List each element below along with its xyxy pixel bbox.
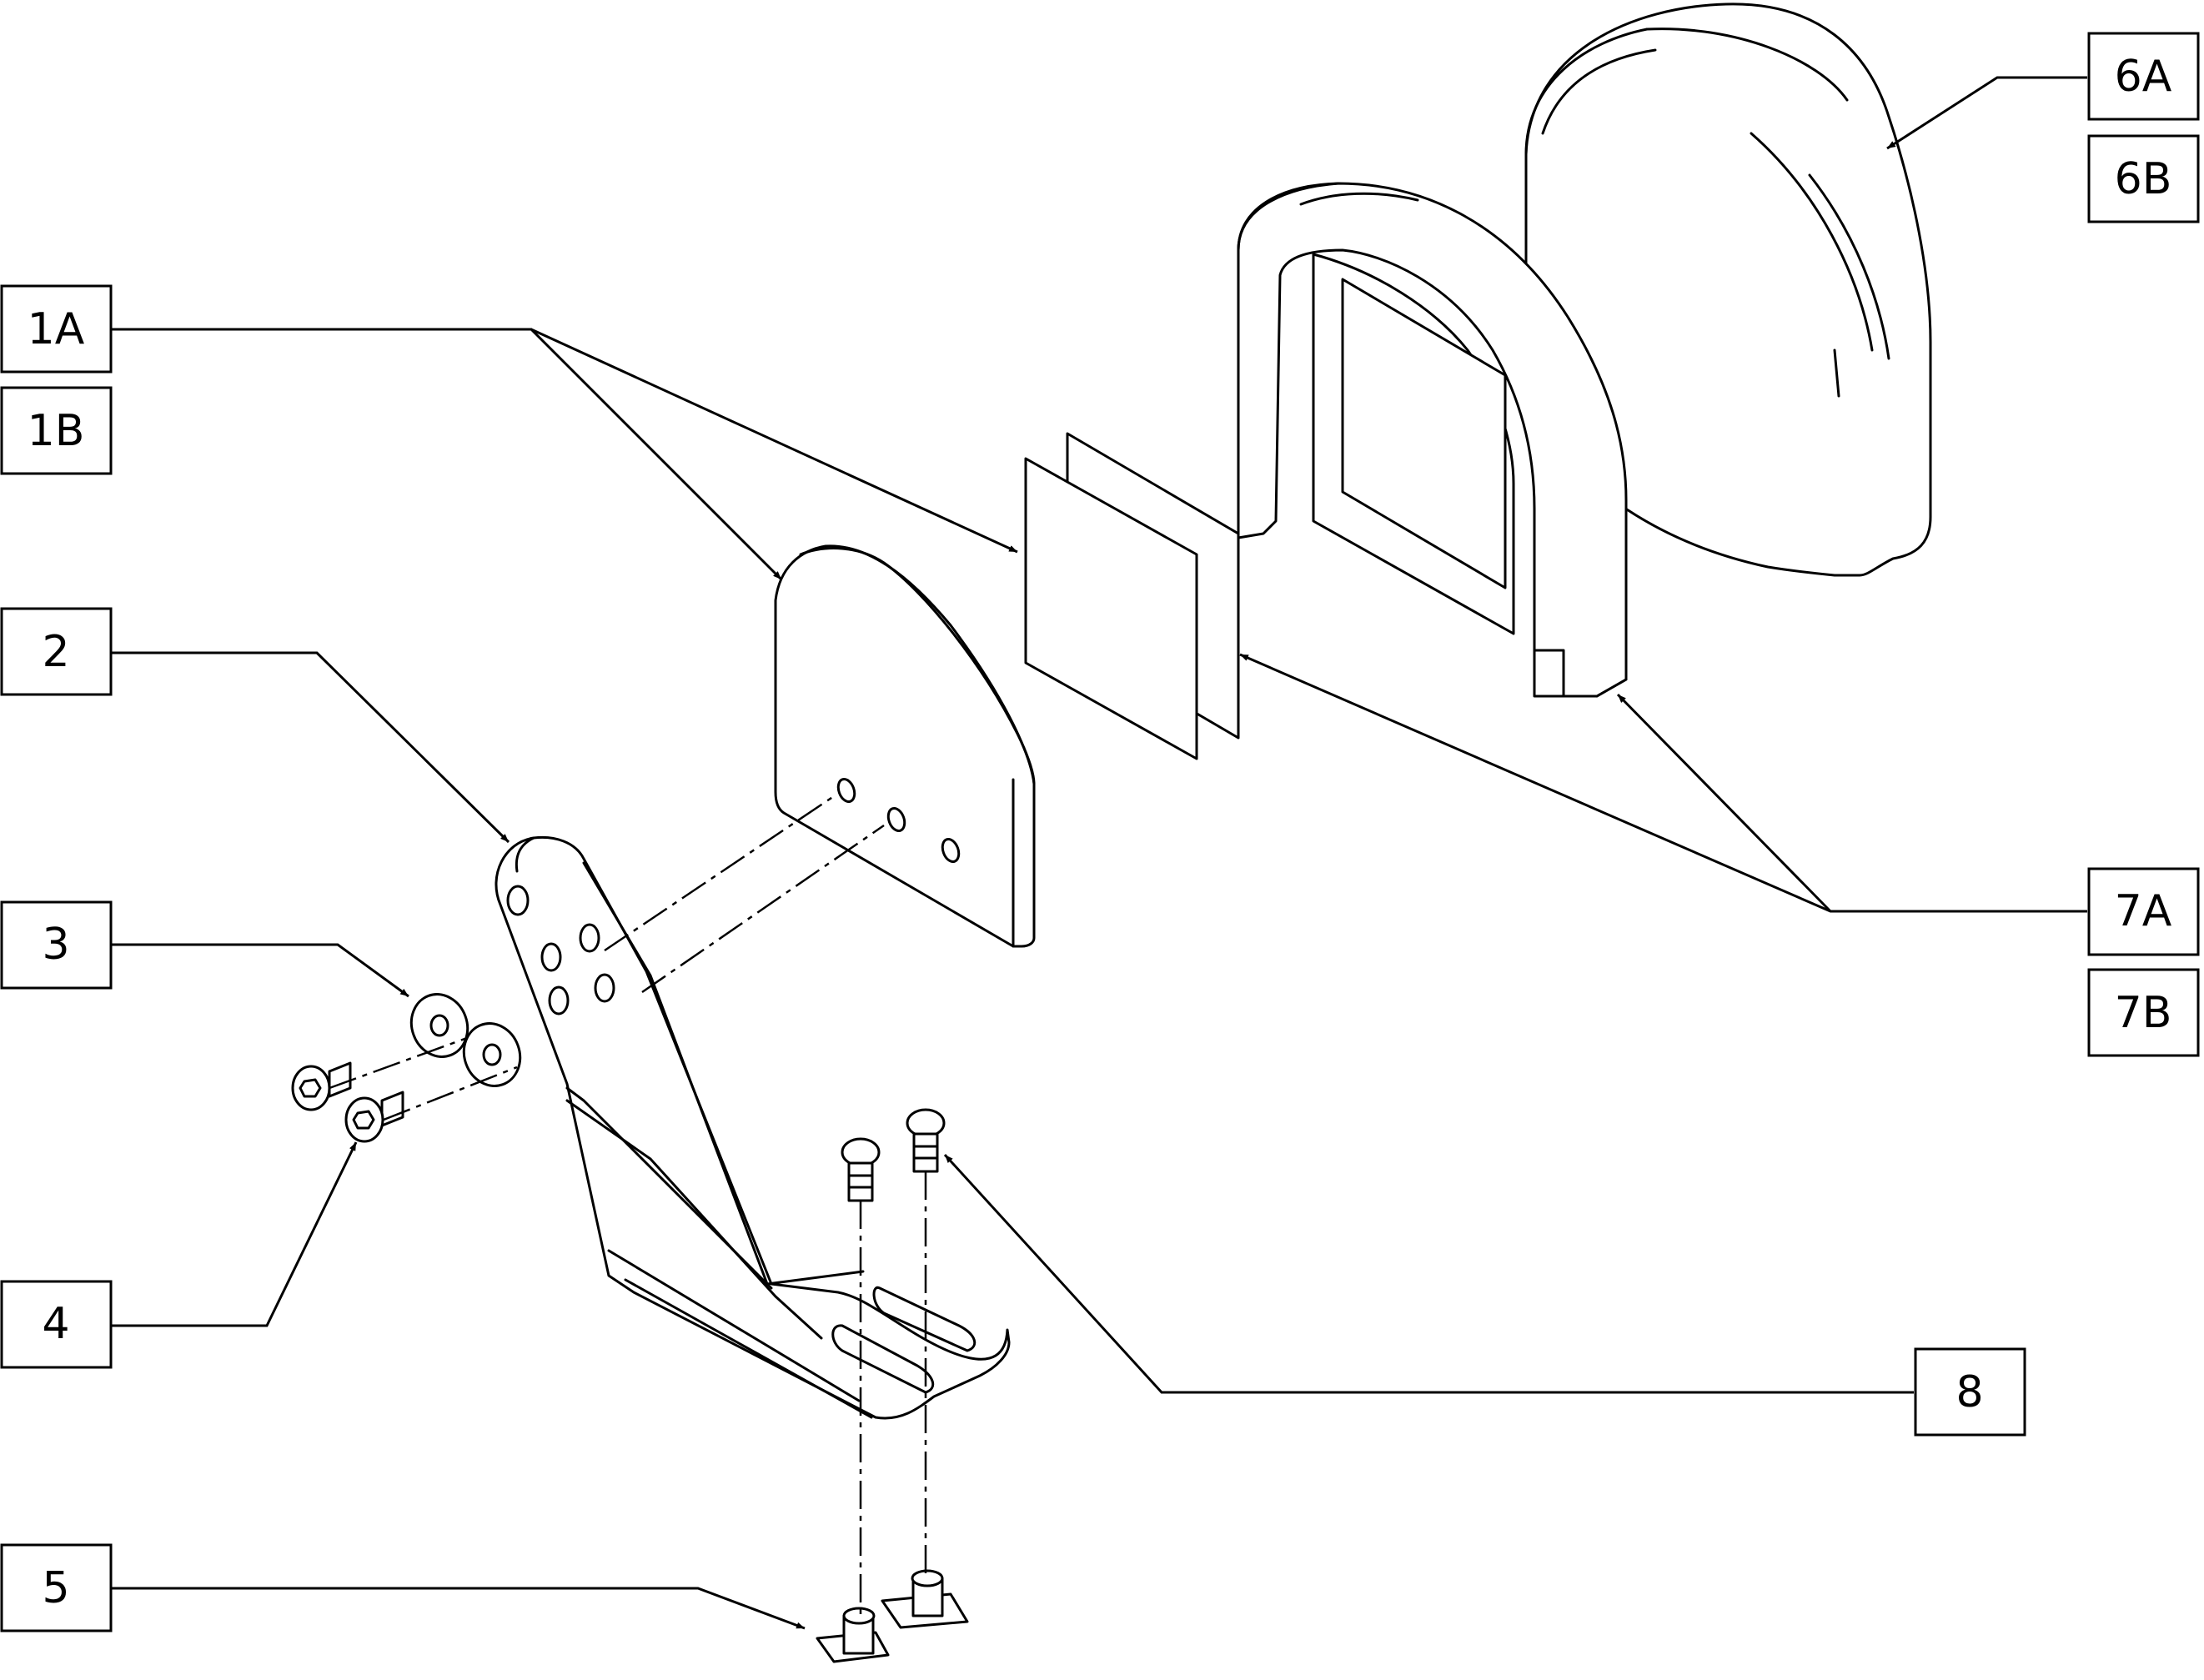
callout-8: 8 xyxy=(1914,1347,2026,1437)
svg-text:1B: 1B xyxy=(28,406,85,456)
svg-text:3: 3 xyxy=(42,920,69,970)
svg-text:5: 5 xyxy=(42,1563,69,1613)
bolt-left xyxy=(841,1137,881,1202)
assembly-centerlines xyxy=(329,795,927,1616)
foam-pad-frame xyxy=(1237,182,1628,698)
svg-text:7A: 7A xyxy=(2115,886,2172,936)
svg-text:6B: 6B xyxy=(2115,154,2172,204)
svg-text:2: 2 xyxy=(42,627,69,677)
leader-lines xyxy=(111,76,2087,1630)
svg-text:7B: 7B xyxy=(2115,988,2172,1038)
callout-6a: 6A xyxy=(2087,32,2200,121)
callout-4: 4 xyxy=(0,1280,113,1369)
callout-1a: 1A xyxy=(0,284,113,374)
callout-6b: 6B xyxy=(2087,134,2200,223)
mounting-bracket xyxy=(495,835,1011,1420)
callout-3: 3 xyxy=(0,900,113,990)
washer-lower xyxy=(462,1022,522,1087)
svg-text:1A: 1A xyxy=(28,304,85,354)
callout-2: 2 xyxy=(0,607,113,696)
bolt-right xyxy=(906,1108,946,1173)
svg-text:6A: 6A xyxy=(2115,52,2172,102)
back-cover-shell xyxy=(1524,3,1932,577)
washer-upper xyxy=(409,993,469,1058)
svg-text:4: 4 xyxy=(42,1299,69,1349)
callout-1b: 1B xyxy=(0,386,113,475)
callout-7a: 7A xyxy=(2087,867,2200,956)
t-nut-left xyxy=(816,1607,890,1663)
svg-text:8: 8 xyxy=(1955,1367,1983,1417)
t-nut-right xyxy=(881,1569,969,1629)
velcro-square-front xyxy=(1024,457,1198,760)
button-head-screw-upper xyxy=(291,1061,352,1111)
backing-plate xyxy=(774,544,1036,948)
callout-7b: 7B xyxy=(2087,968,2200,1057)
callout-5: 5 xyxy=(0,1543,113,1632)
button-head-screw-lower xyxy=(344,1091,404,1143)
